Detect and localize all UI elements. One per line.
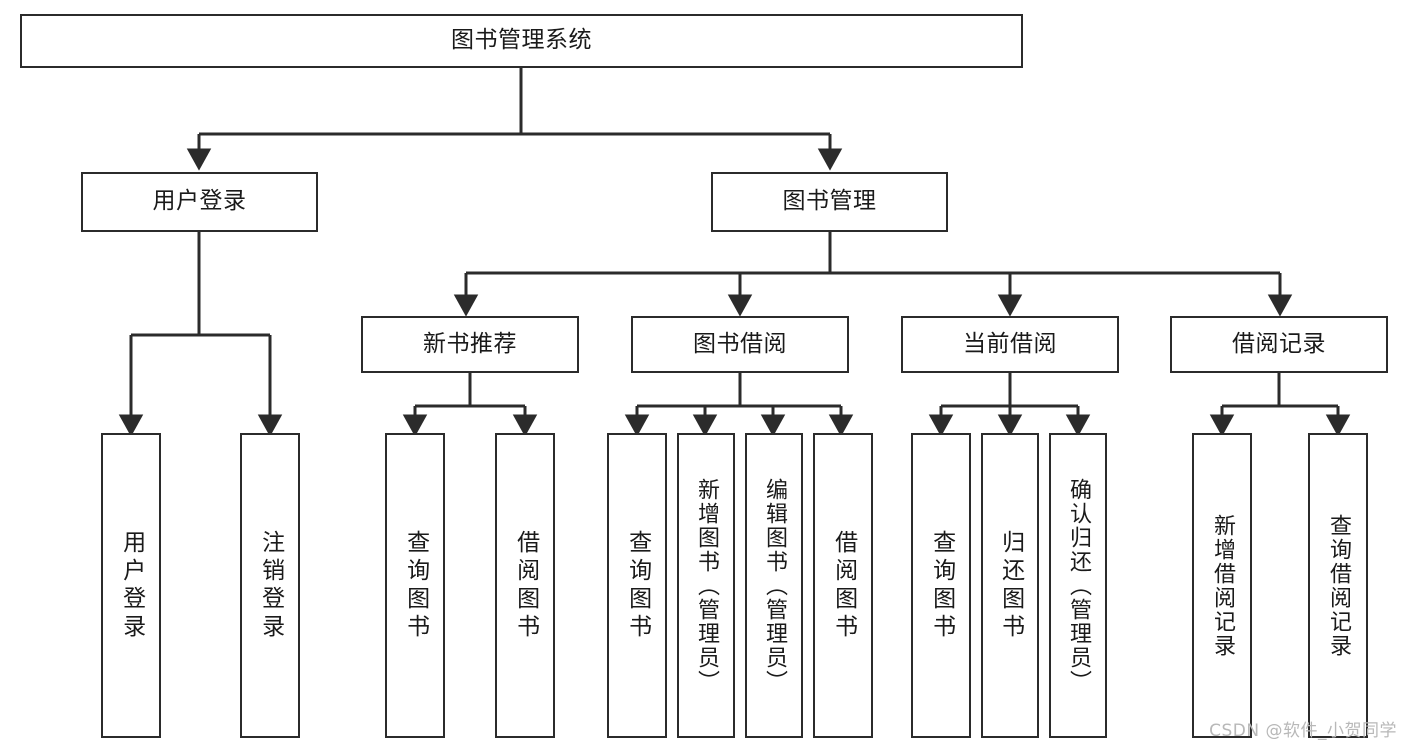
node-leaf-return-book-label: 归还图书 (997, 529, 1024, 642)
node-book-manage[interactable]: 图书管理 (711, 172, 948, 232)
node-leaf-user-logout-label: 注销登录 (257, 529, 284, 642)
node-new-book-recommend-label: 新书推荐 (423, 330, 517, 357)
node-user-login-label: 用户登录 (152, 188, 247, 215)
node-leaf-borrow-book-2[interactable]: 借阅图书 (813, 433, 873, 738)
node-leaf-query-record-label: 查询借阅记录 (1325, 513, 1351, 658)
node-leaf-query-book-3[interactable]: 查询图书 (911, 433, 971, 738)
node-leaf-query-book-1-label: 查询图书 (402, 529, 429, 642)
node-leaf-query-book-2[interactable]: 查询图书 (607, 433, 667, 738)
node-current-borrow-label: 当前借阅 (963, 330, 1057, 357)
node-leaf-borrow-book-1[interactable]: 借阅图书 (495, 433, 555, 738)
node-borrow-record[interactable]: 借阅记录 (1170, 316, 1388, 373)
node-leaf-add-book[interactable]: 新增图书（管理员） (677, 433, 735, 738)
node-leaf-query-record[interactable]: 查询借阅记录 (1308, 433, 1368, 738)
node-book-manage-label: 图书管理 (782, 188, 877, 215)
node-book-borrow[interactable]: 图书借阅 (631, 316, 849, 373)
node-new-book-recommend[interactable]: 新书推荐 (361, 316, 579, 373)
node-leaf-add-record-label: 新增借阅记录 (1209, 513, 1235, 658)
node-leaf-query-book-2-label: 查询图书 (624, 529, 651, 642)
csdn-watermark: CSDN @软件_小贺同学 (1209, 721, 1397, 741)
node-book-borrow-label: 图书借阅 (693, 330, 787, 357)
node-leaf-borrow-book-1-label: 借阅图书 (512, 529, 539, 642)
node-leaf-return-book[interactable]: 归还图书 (981, 433, 1039, 738)
node-leaf-edit-book[interactable]: 编辑图书（管理员） (745, 433, 803, 738)
node-borrow-record-label: 借阅记录 (1232, 330, 1326, 357)
node-root[interactable]: 图书管理系统 (20, 14, 1023, 68)
node-leaf-confirm-return-label: 确认归还（管理员） (1065, 477, 1091, 694)
node-leaf-confirm-return[interactable]: 确认归还（管理员） (1049, 433, 1107, 738)
node-leaf-add-book-label: 新增图书（管理员） (693, 477, 719, 694)
node-root-label: 图书管理系统 (451, 27, 592, 54)
node-leaf-query-book-1[interactable]: 查询图书 (385, 433, 445, 738)
node-current-borrow[interactable]: 当前借阅 (901, 316, 1119, 373)
node-user-login[interactable]: 用户登录 (81, 172, 318, 232)
node-leaf-query-book-3-label: 查询图书 (928, 529, 955, 642)
node-leaf-user-login[interactable]: 用户登录 (101, 433, 161, 738)
node-leaf-borrow-book-2-label: 借阅图书 (830, 529, 857, 642)
node-leaf-user-logout[interactable]: 注销登录 (240, 433, 300, 738)
node-leaf-edit-book-label: 编辑图书（管理员） (761, 477, 787, 694)
node-leaf-add-record[interactable]: 新增借阅记录 (1192, 433, 1252, 738)
node-leaf-user-login-label: 用户登录 (118, 529, 145, 642)
